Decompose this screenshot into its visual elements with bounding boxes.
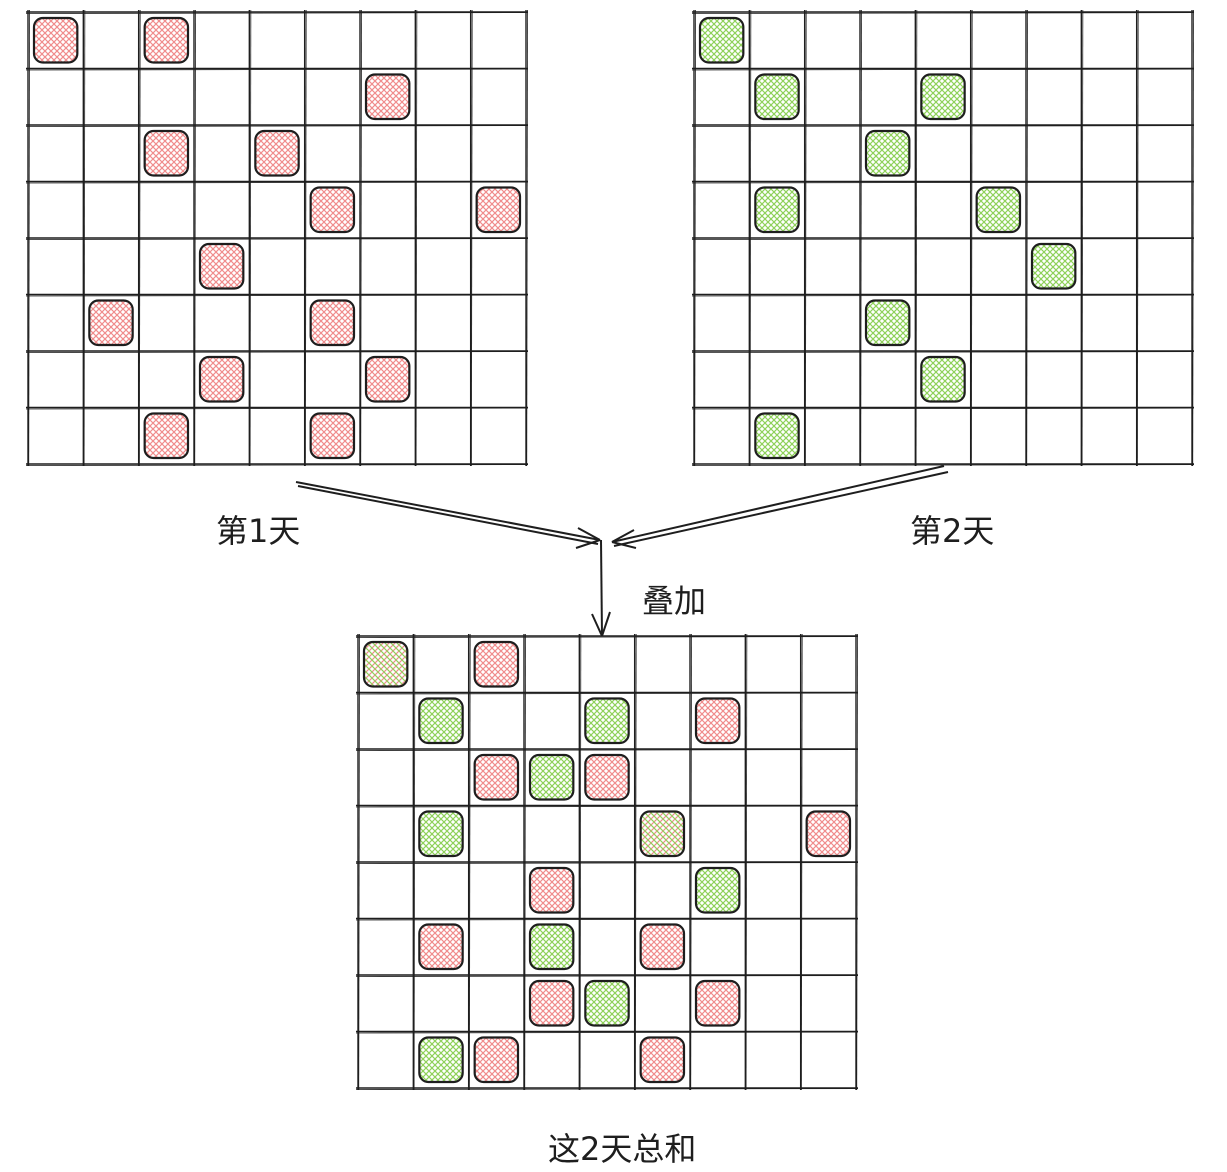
day2-hline: [691, 464, 1195, 466]
sum-marked-cell-red: [473, 1036, 520, 1084]
arrow-overlay-down: [591, 539, 611, 637]
day1-marked-cell-red: [309, 186, 356, 234]
day2-hline: [691, 407, 1195, 410]
day2-hline: [691, 294, 1195, 297]
day1-marked-cell-red: [309, 299, 356, 347]
day2-marked-cell-green: [1030, 242, 1077, 290]
label-day1: 第1天: [216, 512, 301, 550]
sum-marked-cell-green: [418, 810, 464, 858]
arrow-from-day2: [611, 465, 949, 549]
sum-marked-cell-red: [805, 810, 852, 858]
day2-marked-cell-green: [920, 73, 966, 121]
day2-hline: [691, 68, 1195, 71]
sum-hline: [355, 749, 859, 751]
sum-marked-cell-green: [528, 923, 575, 971]
sum-marked-cell-red: [473, 753, 520, 801]
sum-hline: [355, 975, 859, 977]
sum-marked-cell-both: [362, 640, 409, 688]
label-sum: 这2天总和: [548, 1130, 697, 1168]
sum-marked-cell-red: [584, 753, 630, 801]
sum-marked-cell-green: [528, 753, 575, 801]
sum-marked-cell-green: [584, 697, 630, 745]
day2-hline: [691, 12, 1195, 14]
day2-marked-cell-green: [864, 299, 911, 347]
sum-marked-cell-green: [584, 979, 630, 1027]
day1-marked-cell-red: [143, 412, 190, 460]
day1-marked-cell-red: [364, 355, 411, 403]
sum-marked-cell-red: [639, 1036, 686, 1084]
day1-marked-cell-red: [143, 16, 190, 64]
sum-hline: [355, 1088, 859, 1090]
sum-hline: [355, 862, 859, 864]
day1-hline: [25, 407, 529, 410]
day2-hline: [691, 181, 1195, 184]
day1-marked-cell-red: [475, 186, 522, 234]
grid-sum: [355, 633, 859, 1091]
day1-marked-cell-red: [32, 16, 79, 64]
day1-hline: [25, 294, 529, 297]
label-day2: 第2天: [910, 512, 995, 550]
sum-marked-cell-green: [694, 866, 741, 914]
sum-marked-cell-red: [528, 866, 575, 914]
day1-hline: [25, 238, 529, 240]
day1-hline: [25, 464, 529, 466]
day1-marked-cell-red: [198, 242, 245, 290]
day1-marked-cell-red: [143, 129, 190, 177]
day1-marked-cell-red: [254, 129, 300, 177]
sum-marked-cell-red: [473, 640, 520, 688]
day2-marked-cell-green: [698, 16, 745, 64]
sum-hline: [355, 918, 859, 921]
sum-marked-cell-red: [418, 923, 464, 971]
label-overlay: 叠加: [642, 582, 707, 620]
day2-marked-cell-green: [754, 186, 800, 234]
day1-marked-cell-red: [198, 355, 245, 403]
day1-hline: [25, 125, 529, 127]
sum-marked-cell-both: [639, 810, 686, 858]
day1-marked-cell-red: [88, 299, 134, 347]
sum-hline: [355, 1031, 859, 1034]
grid-day2: [691, 9, 1195, 467]
day2-marked-cell-green: [754, 412, 800, 460]
arrow-from-day1: [295, 481, 601, 549]
day1-marked-cell-red: [309, 412, 356, 460]
day1-hline: [25, 12, 529, 14]
day2-marked-cell-green: [754, 73, 800, 121]
day2-marked-cell-green: [920, 355, 966, 403]
day2-marked-cell-green: [864, 129, 911, 177]
day2-hline: [691, 351, 1195, 353]
day2-hline: [691, 125, 1195, 127]
day1-hline: [25, 351, 529, 353]
sum-marked-cell-red: [528, 979, 575, 1027]
sum-marked-cell-green: [418, 1036, 464, 1084]
sum-marked-cell-red: [694, 697, 741, 745]
sum-marked-cell-red: [694, 979, 741, 1027]
sum-marked-cell-green: [418, 697, 464, 745]
sum-hline: [355, 636, 859, 638]
day1-marked-cell-red: [364, 73, 411, 121]
day1-hline: [25, 68, 529, 71]
sum-marked-cell-red: [639, 923, 686, 971]
sum-hline: [355, 805, 859, 808]
day2-marked-cell-green: [975, 186, 1022, 234]
grid-day1: [25, 9, 529, 467]
day2-hline: [691, 238, 1195, 240]
day1-hline: [25, 181, 529, 184]
sum-hline: [355, 692, 859, 695]
